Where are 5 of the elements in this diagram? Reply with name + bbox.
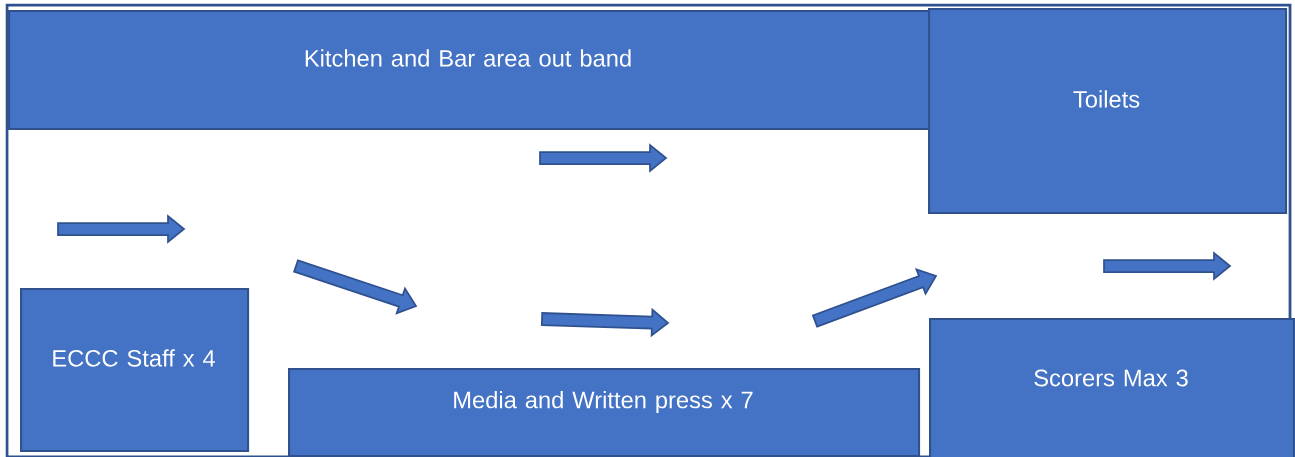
area-box: Kitchen and Bar area out band [8,10,931,131]
area-box: Media and Written press x 7 [288,368,921,457]
area-box: Toilets [928,8,1288,215]
area-box: Scorers Max 3 [929,318,1295,457]
area-box: ECCC Staff x 4 [20,288,250,453]
